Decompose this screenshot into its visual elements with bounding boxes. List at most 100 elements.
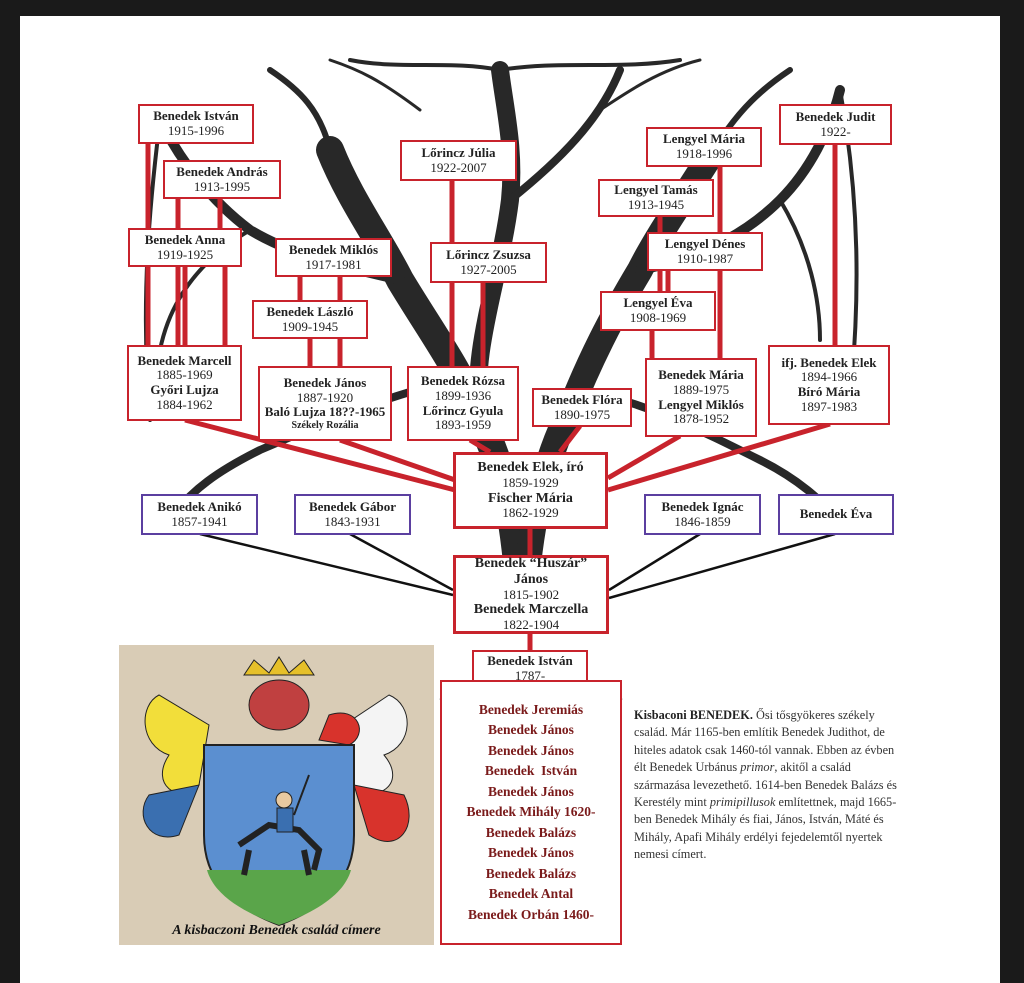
person-dates: 1846-1859 bbox=[674, 513, 731, 529]
person-dates: 1787- bbox=[514, 668, 546, 683]
paragraph-italic-term: primipillusok bbox=[709, 795, 776, 810]
ancestor-name: Benedek István bbox=[484, 763, 578, 779]
person-dates: 1822-1904 bbox=[502, 617, 560, 633]
person-dates: 1908-1969 bbox=[629, 310, 687, 325]
person-name: Győri Lujza bbox=[150, 382, 219, 397]
person-dates: 1890-1975 bbox=[553, 406, 611, 422]
person-dates: 1859-1929 bbox=[502, 474, 559, 490]
person-dates: 1884-1962 bbox=[156, 396, 213, 412]
person-name: Lengyel Miklós bbox=[658, 396, 744, 412]
person-dates: 1918-1996 bbox=[675, 146, 733, 161]
person-name: Benedek András bbox=[176, 163, 268, 179]
person-name: Benedek László bbox=[266, 303, 354, 319]
coat-of-arms-caption: A kisbaczoni Benedek család címere bbox=[172, 923, 381, 938]
person-name: Székely Rozália bbox=[291, 419, 359, 431]
person-name: Benedek Mária bbox=[658, 367, 744, 383]
person-dates: 1887-1920 bbox=[296, 389, 354, 405]
person-name: Benedek Marczella bbox=[473, 602, 589, 618]
person-dates: 1897-1983 bbox=[800, 398, 858, 414]
person-name: Benedek Anna bbox=[144, 231, 226, 247]
person-box-eva: Benedek Éva bbox=[778, 494, 894, 535]
ancestor-name: Benedek János bbox=[488, 845, 574, 861]
person-dates: 1893-1959 bbox=[434, 417, 492, 433]
person-dates: 1919-1925 bbox=[156, 246, 214, 262]
person-dates: 1917-1981 bbox=[305, 256, 362, 272]
person-dates: 1910-1987 bbox=[676, 250, 734, 266]
person-name: Baló Lujza 18??-1965 bbox=[264, 404, 386, 420]
person-dates: 1922- bbox=[820, 123, 851, 139]
coat-of-arms-image: A kisbaczoni Benedek család címere bbox=[119, 645, 434, 945]
ancestor-name: Benedek Jeremiás bbox=[478, 701, 584, 717]
person-name: Benedek István bbox=[153, 108, 239, 124]
family-description-paragraph: Kisbaconi BENEDEK. Ősi tősgyökeres széke… bbox=[634, 707, 904, 864]
person-name: Benedek István bbox=[487, 653, 573, 669]
person-name: Lőrincz Zsuzsa bbox=[446, 246, 531, 262]
person-dates: 1878-1952 bbox=[672, 411, 730, 427]
ancestor-name: Benedek Balázs bbox=[485, 824, 577, 840]
person-dates: 1913-1995 bbox=[193, 178, 251, 194]
person-name: Lengyel Éva bbox=[623, 295, 693, 311]
person-name: ifj. Benedek Elek bbox=[781, 354, 877, 370]
ancestor-name: Benedek Orbán 1460- bbox=[467, 906, 594, 922]
person-name: Fischer Mária bbox=[488, 490, 573, 506]
coat-of-arms-icon bbox=[142, 656, 410, 927]
paragraph-text: , akitől a család származása levezethető… bbox=[634, 760, 897, 810]
ancestor-name: Benedek Balázs bbox=[485, 865, 577, 881]
person-dates: 1922-2007 bbox=[430, 159, 487, 175]
person-name: Benedek Éva bbox=[799, 506, 873, 522]
person-name: Lengyel Mária bbox=[663, 131, 745, 147]
person-name: Benedek Anikó bbox=[157, 498, 242, 514]
paragraph-text: említettnek, majd 1665-ben Benedek Mihál… bbox=[634, 795, 897, 862]
person-name: Benedek János bbox=[283, 375, 367, 391]
person-name: Benedek Rózsa bbox=[420, 373, 506, 389]
ancestor-name: Benedek János bbox=[488, 783, 574, 799]
person-name: Lengyel Dénes bbox=[664, 235, 746, 251]
paragraph-italic-term: primor bbox=[740, 760, 775, 775]
ancestor-name: Benedek János bbox=[488, 742, 574, 758]
person-dates: 1913-1945 bbox=[627, 197, 685, 212]
paragraph-title: Kisbaconi BENEDEK. bbox=[634, 708, 753, 722]
person-name: Lengyel Tamás bbox=[614, 182, 698, 198]
person-name: Benedek Gábor bbox=[308, 498, 397, 514]
person-dates: 1885-1969 bbox=[156, 367, 213, 383]
person-dates: 1889-1975 bbox=[672, 381, 730, 397]
person-dates: 1909-1945 bbox=[281, 318, 339, 334]
paragraph-text: Ősi tősgyökeres székely család. Már 1165… bbox=[634, 708, 895, 775]
person-dates: 1927-2005 bbox=[460, 261, 517, 277]
person-dates: 1862-1929 bbox=[502, 505, 559, 521]
person-name: Benedek Judit bbox=[795, 108, 876, 124]
ancestor-name: Benedek Antal bbox=[488, 886, 574, 902]
person-dates: 1899-1936 bbox=[434, 387, 492, 403]
person-dates: 1843-1931 bbox=[324, 513, 381, 529]
person-dates: 1915-1996 bbox=[167, 123, 225, 138]
person-name: Benedek Ignác bbox=[661, 498, 744, 514]
person-dates: 1815-1902 bbox=[502, 586, 560, 602]
person-name: Lőrincz Gyula bbox=[422, 402, 504, 418]
person-name: Lőrincz Júlia bbox=[421, 144, 496, 160]
person-name: Bíró Mária bbox=[797, 384, 861, 399]
person-name: Benedek Elek, író bbox=[477, 460, 584, 476]
